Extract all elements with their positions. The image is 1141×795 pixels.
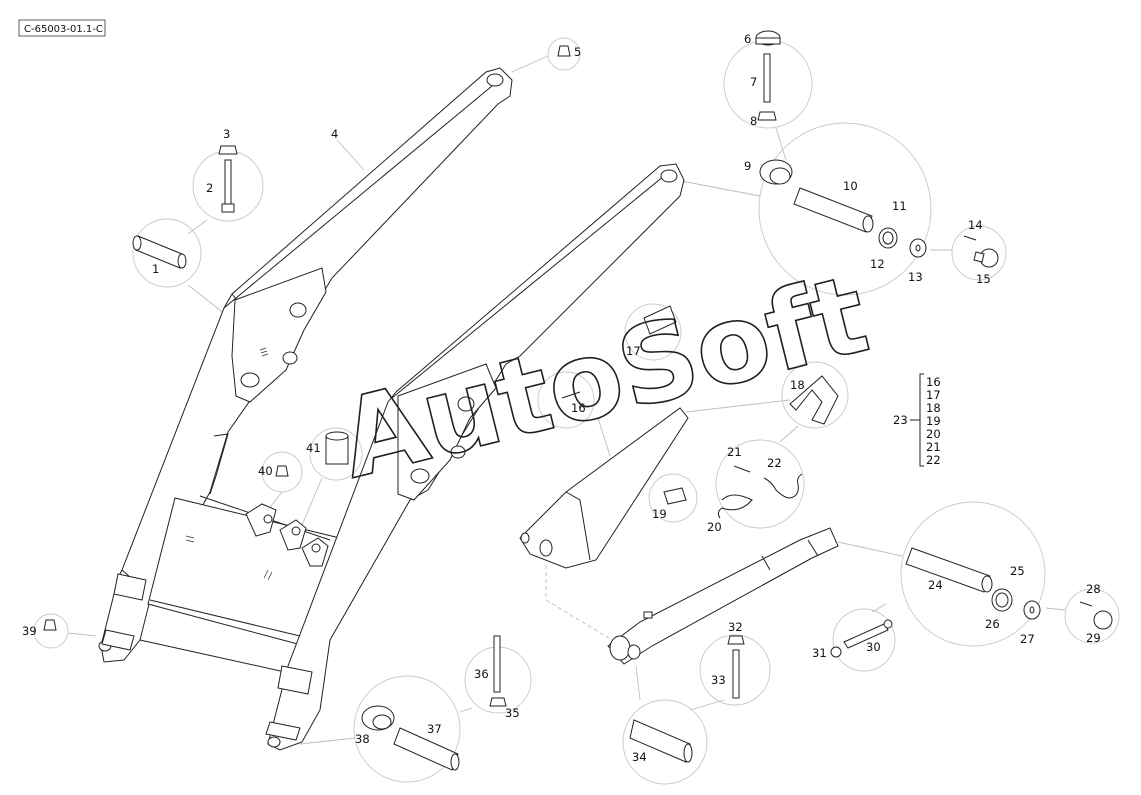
- part-callout-36: 36: [474, 667, 489, 681]
- small-parts: [43, 30, 1113, 771]
- part-callout-10: 10: [843, 179, 858, 193]
- part-callout-26: 26: [985, 617, 1000, 631]
- leader-lines: [67, 55, 1066, 745]
- document-id: C-65003-01.1-C: [24, 24, 103, 35]
- part-callout-35: 35: [505, 706, 520, 720]
- part-callout-15: 15: [976, 272, 991, 286]
- part-callout-33: 33: [711, 673, 726, 687]
- part-callout-25: 25: [1010, 564, 1025, 578]
- part-callout-14: 14: [968, 218, 983, 232]
- part-callout-5: 5: [574, 45, 581, 59]
- part-callout-12: 12: [870, 257, 885, 271]
- part-callout-32: 32: [728, 620, 743, 634]
- detail-bubbles: [33, 37, 1120, 785]
- part-callout-37: 37: [427, 722, 442, 736]
- part-callout-11: 11: [892, 199, 907, 213]
- part-callout-30: 30: [866, 640, 881, 654]
- part-callout-13: 13: [908, 270, 923, 284]
- document-id-box: C-65003-01.1-C: [18, 19, 106, 37]
- part-callout-9: 9: [744, 159, 751, 173]
- part-callout-27: 27: [1020, 632, 1035, 646]
- part-callout-6: 6: [744, 32, 751, 46]
- part-callout-41: 41: [306, 441, 321, 455]
- group-23-member: 18: [926, 401, 941, 415]
- part-callout-22: 22: [767, 456, 782, 470]
- group-23-member: 16: [926, 375, 941, 389]
- part-callout-1: 1: [152, 262, 159, 276]
- part-callout-29: 29: [1086, 631, 1101, 645]
- part-callout-3: 3: [223, 127, 230, 141]
- part-callout-19: 19: [652, 507, 667, 521]
- group-23-label: 23: [893, 413, 908, 427]
- part-callouts: 1 2 3 4 5 6 7 8 9 10 11 12 13 14 15 16 1…: [22, 32, 1101, 764]
- group-23-member: 22: [926, 453, 941, 467]
- part-group-23: 23 16 17 18 19 20 21 22: [893, 373, 941, 467]
- part-callout-4: 4: [331, 127, 338, 141]
- loader-frame: [98, 67, 685, 751]
- part-callout-18: 18: [790, 378, 805, 392]
- group-23-member: 21: [926, 440, 941, 454]
- part-callout-28: 28: [1086, 582, 1101, 596]
- part-callout-24: 24: [928, 578, 943, 592]
- part-callout-8: 8: [750, 114, 757, 128]
- part-callout-16: 16: [571, 401, 586, 415]
- group-23-member: 17: [926, 388, 941, 402]
- part-callout-20: 20: [707, 520, 722, 534]
- group-23-member: 20: [926, 427, 941, 441]
- part-callout-17: 17: [626, 344, 641, 358]
- part-callout-40: 40: [258, 464, 273, 478]
- part-callout-38: 38: [355, 732, 370, 746]
- part-callout-2: 2: [206, 181, 213, 195]
- part-callout-7: 7: [750, 75, 757, 89]
- part-callout-39: 39: [22, 624, 37, 638]
- part-callout-21: 21: [727, 445, 742, 459]
- part-callout-31: 31: [812, 646, 827, 660]
- part-callout-34: 34: [632, 750, 647, 764]
- hydraulic-cylinder: [519, 407, 839, 665]
- group-23-member: 19: [926, 414, 941, 428]
